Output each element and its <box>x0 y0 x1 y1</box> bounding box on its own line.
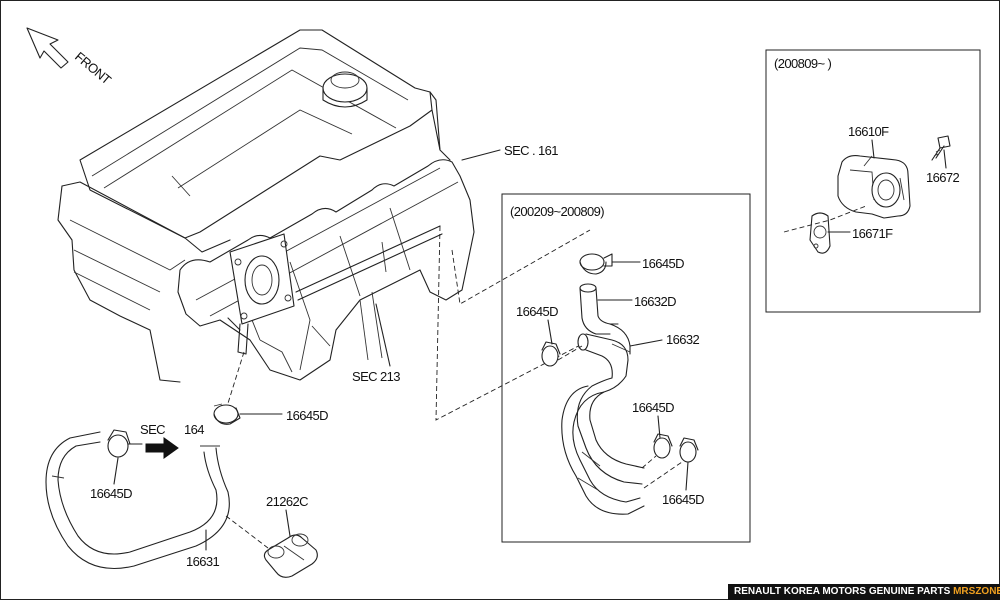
callout-16610f: 16610F <box>848 124 889 139</box>
callout-sec-164-prefix: SEC <box>140 422 165 437</box>
front-arrow-icon <box>26 27 69 69</box>
clamp-16645d-detail-right-bottom <box>679 437 699 463</box>
callout-sec-213: SEC 213 <box>352 369 400 384</box>
engine-assembly <box>57 29 475 383</box>
callout-16645d-detail-right-top: 16645D <box>632 400 674 415</box>
hose-16632 <box>561 333 645 515</box>
clamp-16645d-detail-left <box>541 341 561 367</box>
footer-brand: MRSZONE <box>953 586 1000 597</box>
hose-16631 <box>45 431 230 570</box>
callout-16672: 16672 <box>926 170 960 185</box>
clamp-16645d-main <box>213 403 241 425</box>
footer-text: RENAULT KOREA MOTORS GENUINE PARTS <box>734 586 951 597</box>
hose-16632d <box>579 283 631 355</box>
bolt-16672 <box>931 135 951 161</box>
callout-16645d-detail-right-bottom: 16645D <box>662 492 704 507</box>
front-label: FRONT <box>72 49 114 88</box>
detail-box-200209-200809 <box>501 193 751 543</box>
callout-sec-164-number: 164 <box>184 422 204 437</box>
callout-16645d-main: 16645D <box>286 408 328 423</box>
clamp-16645d-detail-right-top <box>653 433 673 459</box>
protector-21262c <box>263 533 318 578</box>
clamp-16645d-left <box>107 429 143 458</box>
detail-right-header: (200809~ ) <box>774 56 832 71</box>
callout-16645d-detail-left: 16645D <box>516 304 558 319</box>
detail-box-200809 <box>765 49 981 313</box>
sec-164-arrow-icon <box>145 437 179 459</box>
callout-21262c: 21262C <box>266 494 308 509</box>
callout-16645d-left: 16645D <box>90 486 132 501</box>
footer-banner: RENAULT KOREA MOTORS GENUINE PARTS MRSZO… <box>728 584 1000 600</box>
clamp-16645d-detail-top <box>579 253 613 275</box>
callout-16632: 16632 <box>666 332 700 347</box>
callout-16671f: 16671F <box>852 226 893 241</box>
callout-16645d-detail-top: 16645D <box>642 256 684 271</box>
detail-mid-header: (200209~200809) <box>510 204 604 219</box>
throttle-body-16610f <box>837 155 911 219</box>
callout-16631: 16631 <box>186 554 220 569</box>
gasket-16671f <box>809 212 831 254</box>
callout-16632d: 16632D <box>634 294 676 309</box>
callout-sec-161: SEC . 161 <box>504 143 558 158</box>
